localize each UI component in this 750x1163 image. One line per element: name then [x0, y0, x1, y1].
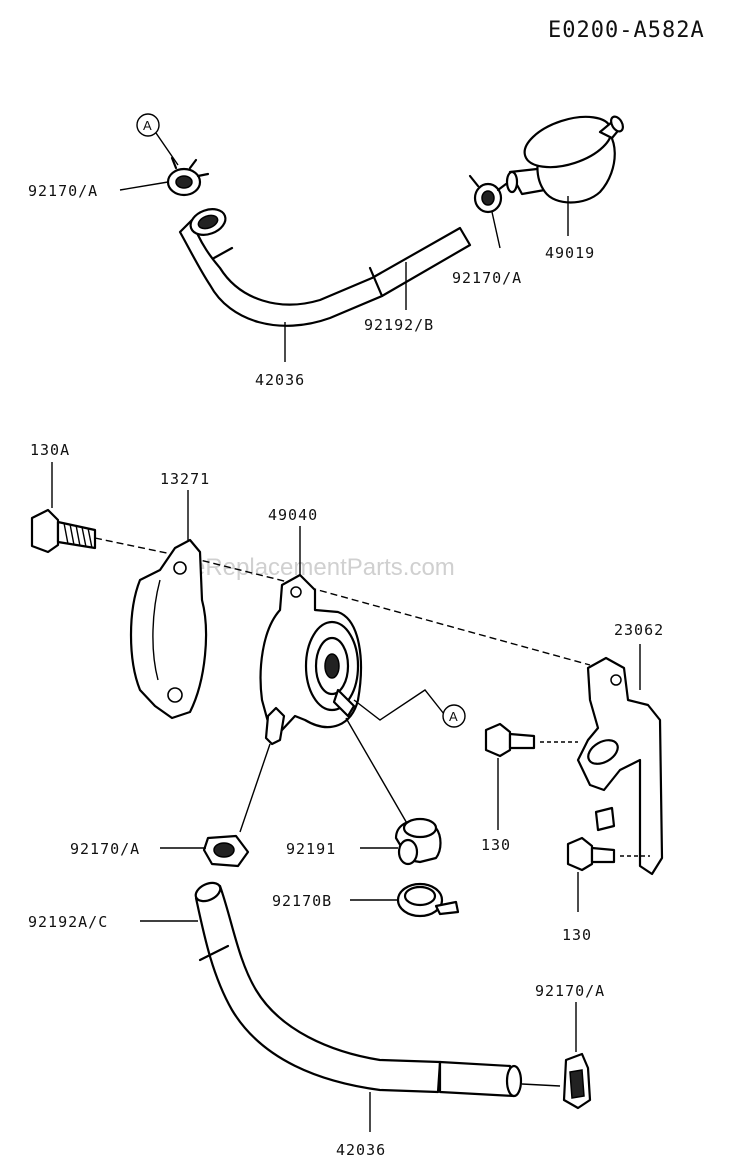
- label-filter: 49019: [545, 244, 595, 262]
- fuel-pump: [259, 573, 363, 746]
- label-clamp-b: 92170B: [272, 892, 332, 910]
- label-clamp-top-right: 92170/A: [452, 269, 522, 287]
- callout-a-top: A: [136, 113, 179, 166]
- label-pump: 49040: [268, 506, 318, 524]
- hose-clamp-top-right: [468, 174, 508, 214]
- bolt-130a: [30, 508, 97, 554]
- label-clamp-pump: 92170/A: [70, 840, 140, 858]
- label-hose-top: 42036: [255, 371, 305, 389]
- callout-a-top-letter: A: [143, 118, 152, 133]
- label-bracket-13271: 13271: [160, 470, 210, 488]
- mounting-bracket-13271: [129, 538, 208, 720]
- label-hose-ac: 92192A/C: [28, 913, 108, 931]
- mounting-bracket-23062: [576, 656, 664, 876]
- fuel-hose-top: [178, 208, 472, 327]
- hose-clamp-pump: [202, 834, 250, 868]
- hose-elbow: [345, 717, 442, 866]
- label-bolt-130-lower: 130: [562, 926, 592, 944]
- label-elbow: 92191: [286, 840, 336, 858]
- label-hose-b: 92192/B: [364, 316, 434, 334]
- callout-a-lower-letter: A: [449, 709, 458, 724]
- label-clamp-bottom: 92170/A: [535, 982, 605, 1000]
- callout-a-lower: A: [353, 689, 466, 728]
- diagram-code: E0200-A582A: [548, 18, 705, 43]
- bolt-130-lower: [566, 836, 616, 872]
- fuel-hose-bottom: [194, 881, 523, 1098]
- hose-clamp-bottom: [562, 1052, 592, 1110]
- watermark-text: eReplacementParts.com: [192, 554, 455, 581]
- hose-clamp-b: [396, 882, 460, 918]
- label-clamp-top-left: 92170/A: [28, 182, 98, 200]
- bolt-130-upper: [484, 722, 536, 758]
- label-bracket-23062: 23062: [614, 621, 664, 639]
- fuel-filter: [505, 115, 624, 204]
- label-bolt-130a: 130A: [30, 441, 70, 459]
- label-hose-bottom: 42036: [336, 1141, 386, 1159]
- label-bolt-130-upper: 130: [481, 836, 511, 854]
- hose-clamp-top-left: [166, 156, 210, 197]
